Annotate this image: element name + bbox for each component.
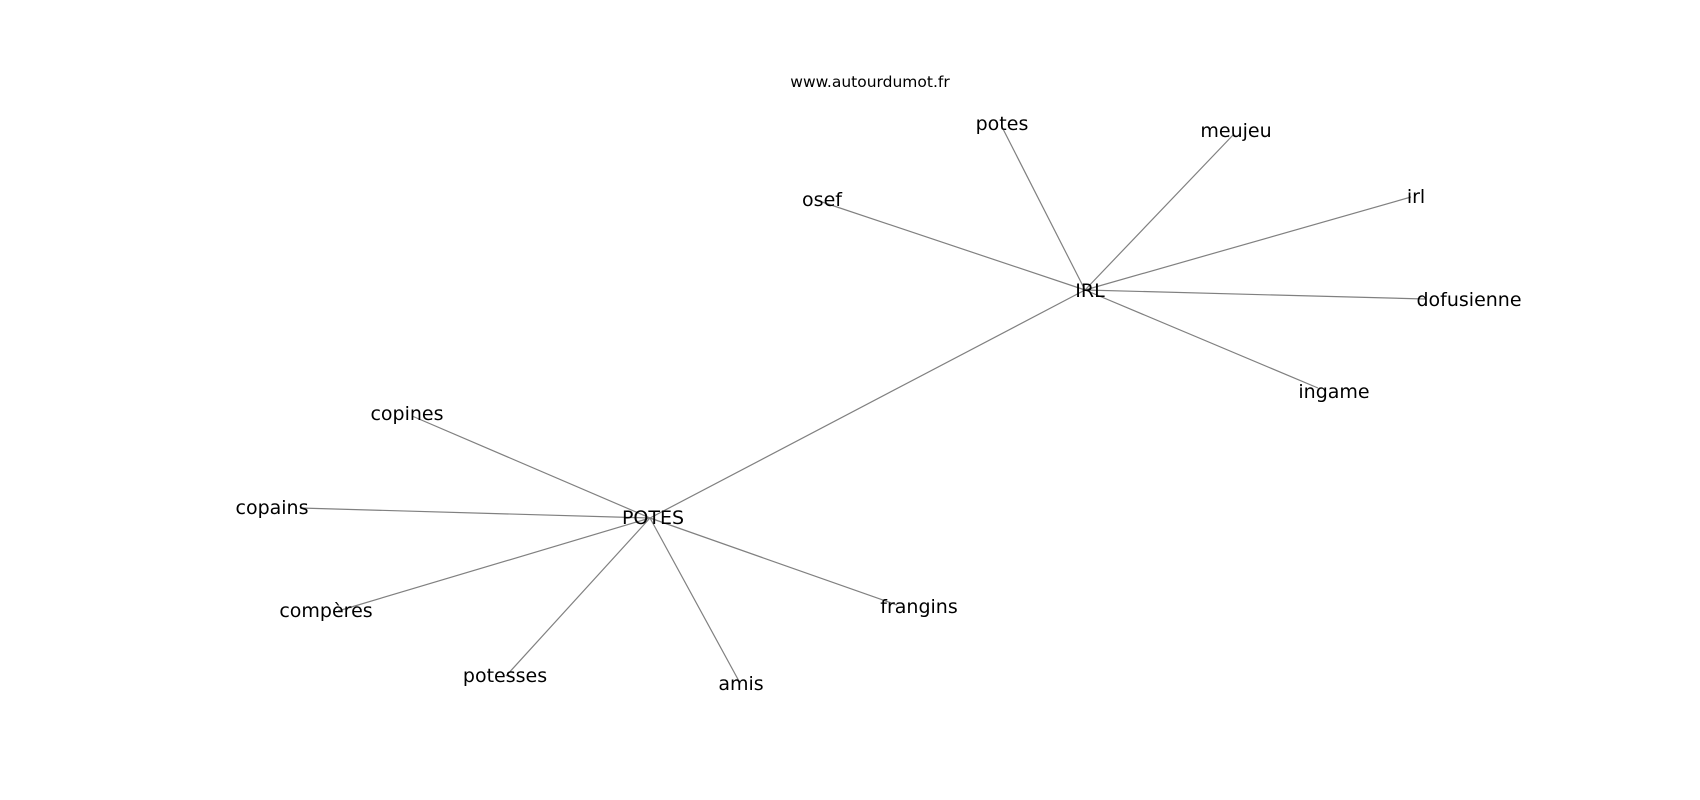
- node-label-osef[interactable]: osef: [802, 189, 843, 211]
- node-label-dofusienne[interactable]: dofusienne: [1416, 289, 1521, 311]
- node-label-amis[interactable]: amis: [718, 673, 763, 695]
- edge-potes-copines: [411, 415, 651, 519]
- edge-irl-dofusienne: [1084, 289, 1426, 300]
- node-label-irl[interactable]: IRL: [1075, 280, 1105, 302]
- node-label-frangins[interactable]: frangins: [880, 596, 957, 618]
- node-label-copines[interactable]: copines: [370, 403, 443, 425]
- edge-potes-frangins: [649, 517, 898, 606]
- node-label-meujeu[interactable]: meujeu: [1200, 120, 1271, 142]
- node-label-irl[interactable]: irl: [1407, 186, 1425, 208]
- edge-potes-amis: [649, 517, 741, 684]
- node-label-potes[interactable]: potes: [976, 113, 1029, 135]
- edge-irl-potes: [1001, 126, 1086, 291]
- edge-potes-potesses: [505, 517, 651, 677]
- edge-irl-potes: [649, 289, 1086, 519]
- edge-irl-meujeu: [1084, 133, 1235, 291]
- node-label-potes[interactable]: POTES: [622, 507, 684, 529]
- edge-group: [299, 126, 1426, 684]
- edge-irl-osef: [821, 201, 1086, 291]
- node-label-potesses[interactable]: potesses: [463, 665, 547, 687]
- edge-irl-ingame: [1084, 289, 1319, 389]
- node-label-ingame[interactable]: ingame: [1298, 381, 1369, 403]
- edge-potes-copains: [299, 507, 651, 519]
- site-watermark: www.autourdumot.fr: [790, 73, 950, 91]
- edge-irl-irl: [1084, 196, 1412, 291]
- node-group: IRL POTES potes meujeu osef irl dofusienne inga…: [236, 113, 1522, 695]
- edge-potes-comperes: [337, 517, 651, 612]
- node-label-copains[interactable]: copains: [236, 497, 309, 519]
- node-label-comperes[interactable]: compères: [279, 600, 372, 622]
